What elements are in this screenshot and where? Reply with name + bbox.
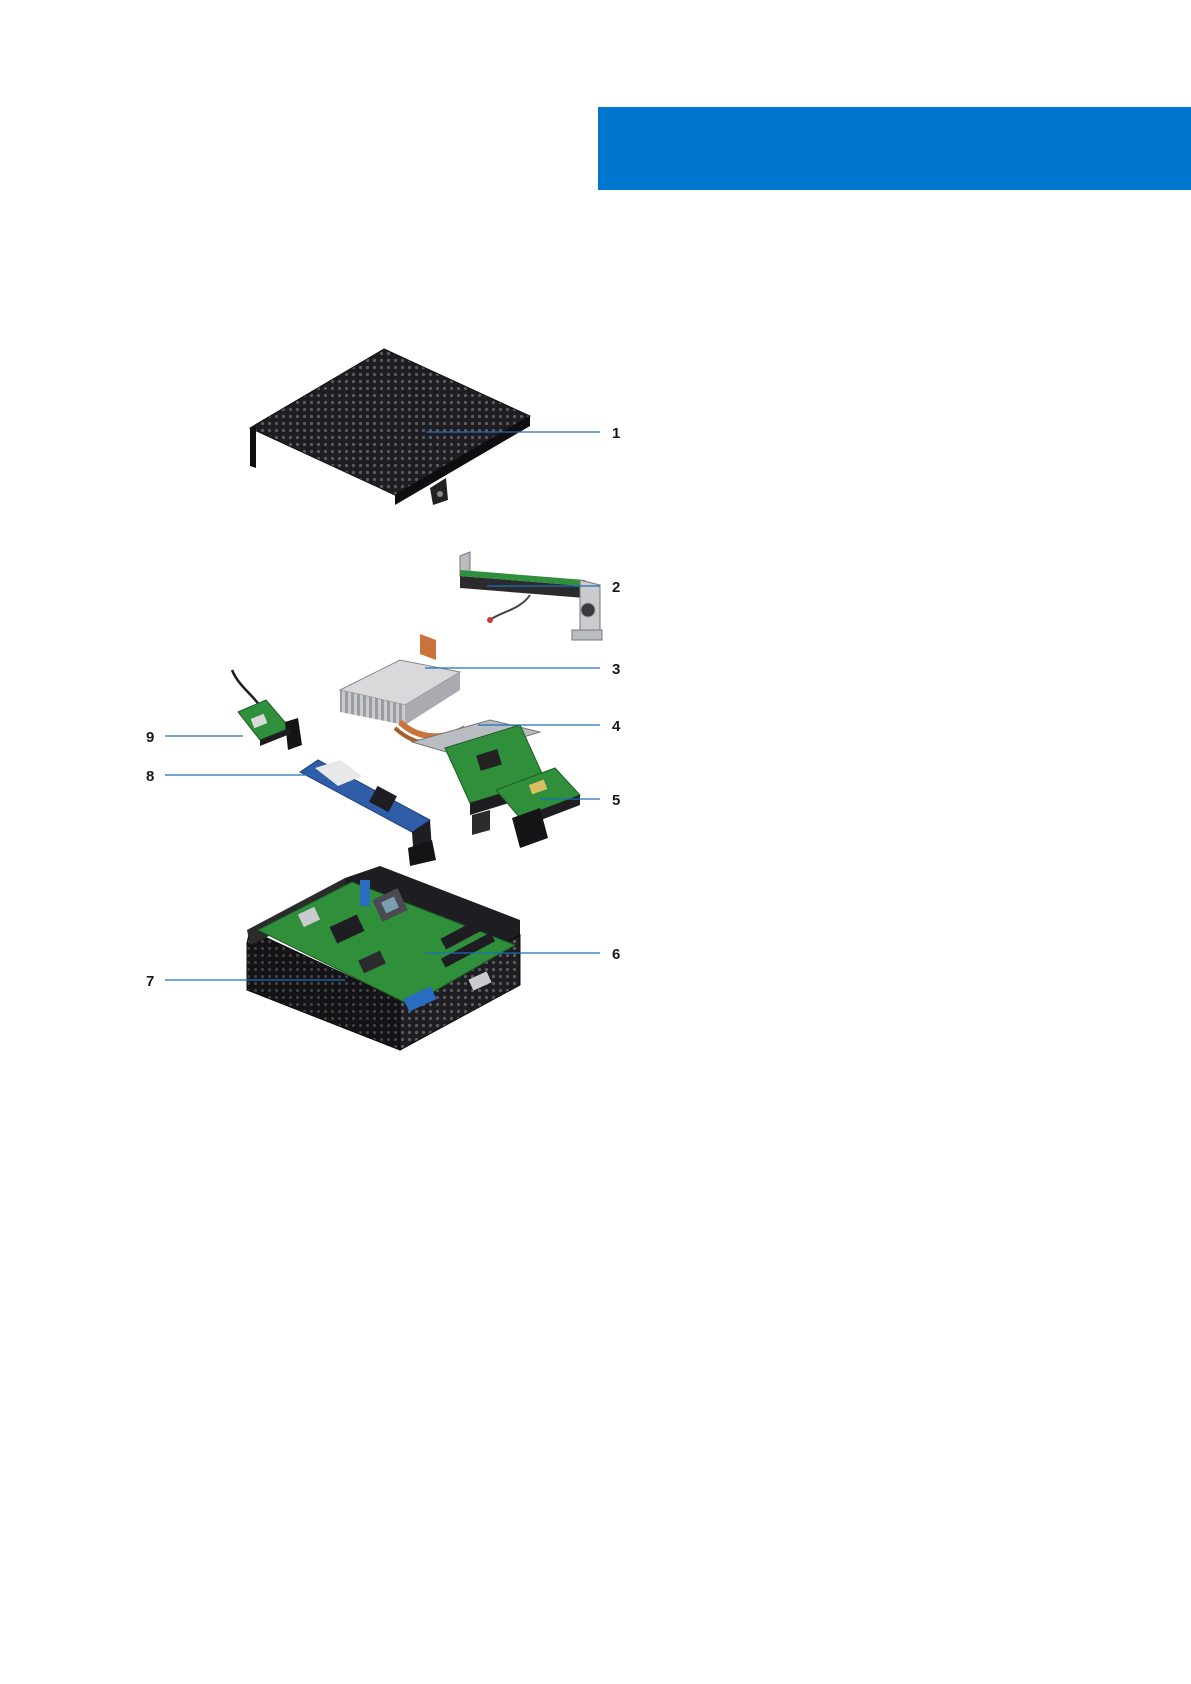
callout-number-7: 7 — [146, 973, 154, 990]
callout-number-2: 2 — [612, 579, 620, 596]
wlan-card-part — [232, 670, 302, 750]
power-button-board-part — [460, 552, 602, 640]
callout-number-6: 6 — [612, 946, 620, 963]
callout-number-4: 4 — [612, 718, 621, 735]
callout-number-1: 1 — [612, 425, 620, 442]
ssd-part — [300, 760, 436, 866]
callout-number-3: 3 — [612, 661, 620, 678]
callout-number-5: 5 — [612, 792, 620, 809]
heat-sink-part — [340, 634, 470, 744]
callout-number-9: 9 — [146, 729, 154, 746]
callout-number-8: 8 — [146, 768, 154, 785]
cover-part — [250, 349, 530, 505]
